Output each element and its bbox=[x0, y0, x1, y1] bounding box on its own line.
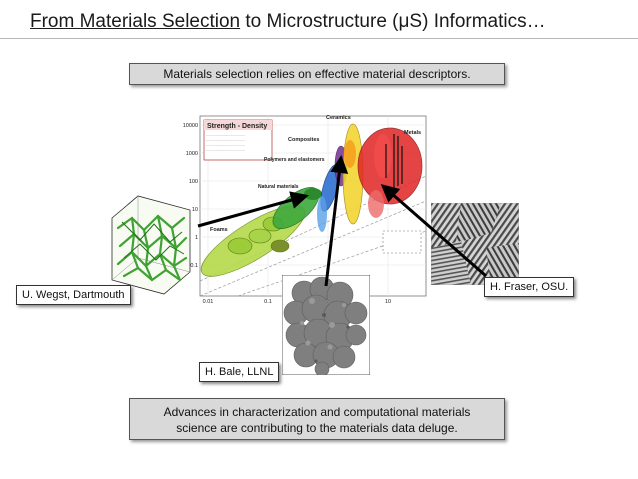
credit-wegst-text: U. Wegst, Dartmouth bbox=[22, 289, 125, 301]
credit-wegst: U. Wegst, Dartmouth bbox=[16, 285, 131, 305]
bottom-callout: Advances in characterization and computa… bbox=[129, 398, 505, 440]
arrow-fraser-to-metals bbox=[383, 186, 486, 276]
credit-bale-text: H. Bale, LLNL bbox=[205, 366, 273, 378]
credit-fraser-text: H. Fraser, OSU. bbox=[490, 281, 568, 293]
bottom-callout-line2: science are contributing to the material… bbox=[130, 420, 504, 436]
arrow-wegst-to-natural bbox=[198, 196, 306, 226]
bottom-callout-line1: Advances in characterization and computa… bbox=[130, 404, 504, 420]
credit-bale: H. Bale, LLNL bbox=[199, 362, 279, 382]
arrow-bale-to-ceramics bbox=[326, 158, 341, 286]
credit-fraser: H. Fraser, OSU. bbox=[484, 277, 574, 297]
